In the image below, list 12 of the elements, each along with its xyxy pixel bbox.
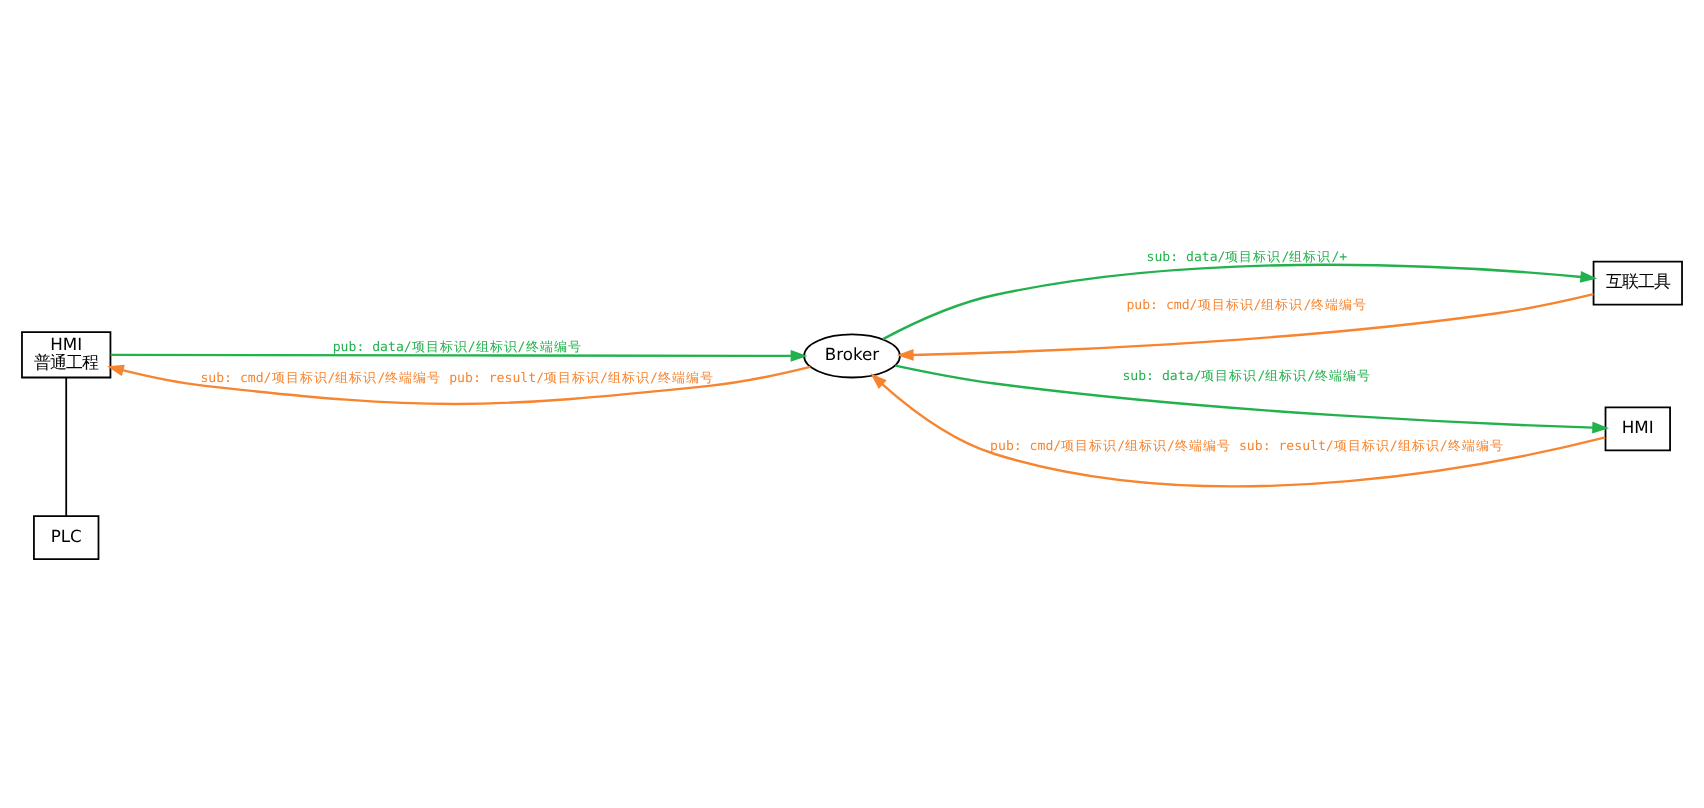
node-box: PLC [33, 514, 100, 560]
node-box: 互联工具 [1592, 259, 1683, 305]
arrow [882, 262, 1598, 340]
node-ellipse: Broker [803, 332, 901, 378]
arrow [896, 291, 1594, 360]
arrow [895, 363, 1609, 433]
arrow [110, 349, 808, 361]
node-box: HMI 普通工程 [21, 330, 112, 378]
arrow [107, 363, 811, 405]
arrow [870, 372, 1606, 487]
connector [65, 375, 68, 516]
node-box: HMI [1604, 405, 1671, 451]
